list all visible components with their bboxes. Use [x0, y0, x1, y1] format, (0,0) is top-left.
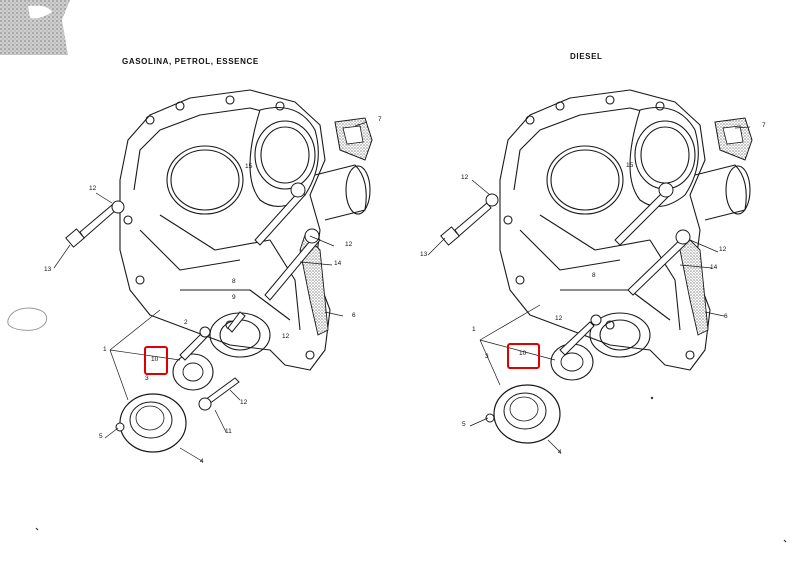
- callout-14: 14: [334, 260, 342, 267]
- callout-5: 5: [99, 433, 103, 440]
- callout-15: 15: [245, 163, 253, 170]
- callout-14: 14: [710, 264, 718, 271]
- callout-12-c: 12: [555, 315, 563, 322]
- diagram-title-diesel: DIESEL: [570, 52, 603, 61]
- callout-8: 8: [592, 272, 596, 279]
- callout-1: 1: [103, 346, 107, 353]
- callout-12-b: 12: [345, 241, 353, 248]
- callout-7: 7: [762, 122, 766, 129]
- callout-5: 5: [462, 421, 466, 428]
- callout-7: 7: [378, 116, 382, 123]
- callout-12-c: 12: [240, 399, 248, 406]
- callout-15: 15: [626, 162, 634, 169]
- highlight-box-part-10-diesel: [507, 343, 540, 369]
- callout-10-petrol: 10: [151, 356, 159, 363]
- diagram-title-petrol: GASOLINA, PETROL, ESSENCE: [122, 57, 259, 66]
- highlight-box-part-10-petrol: [144, 346, 168, 375]
- callout-3: 3: [485, 353, 489, 360]
- callout-13: 13: [44, 266, 52, 273]
- callout-1: 1: [472, 326, 476, 333]
- callout-6: 6: [724, 313, 728, 320]
- callout-11: 11: [225, 428, 232, 435]
- callout-6: 6: [352, 312, 356, 319]
- callout-12-a: 12: [89, 185, 97, 192]
- callout-9: 9: [232, 294, 236, 301]
- callout-10-diesel: 10: [519, 350, 527, 357]
- callout-2: 2: [184, 319, 188, 326]
- callout-4: 4: [558, 449, 562, 456]
- callout-4: 4: [200, 458, 204, 465]
- callout-3: 3: [145, 375, 149, 382]
- callout-12-d: 12: [282, 333, 290, 340]
- callout-12-a: 12: [461, 174, 469, 181]
- callout-13: 13: [420, 251, 428, 258]
- callout-12-b: 12: [719, 246, 727, 253]
- callout-8: 8: [232, 278, 236, 285]
